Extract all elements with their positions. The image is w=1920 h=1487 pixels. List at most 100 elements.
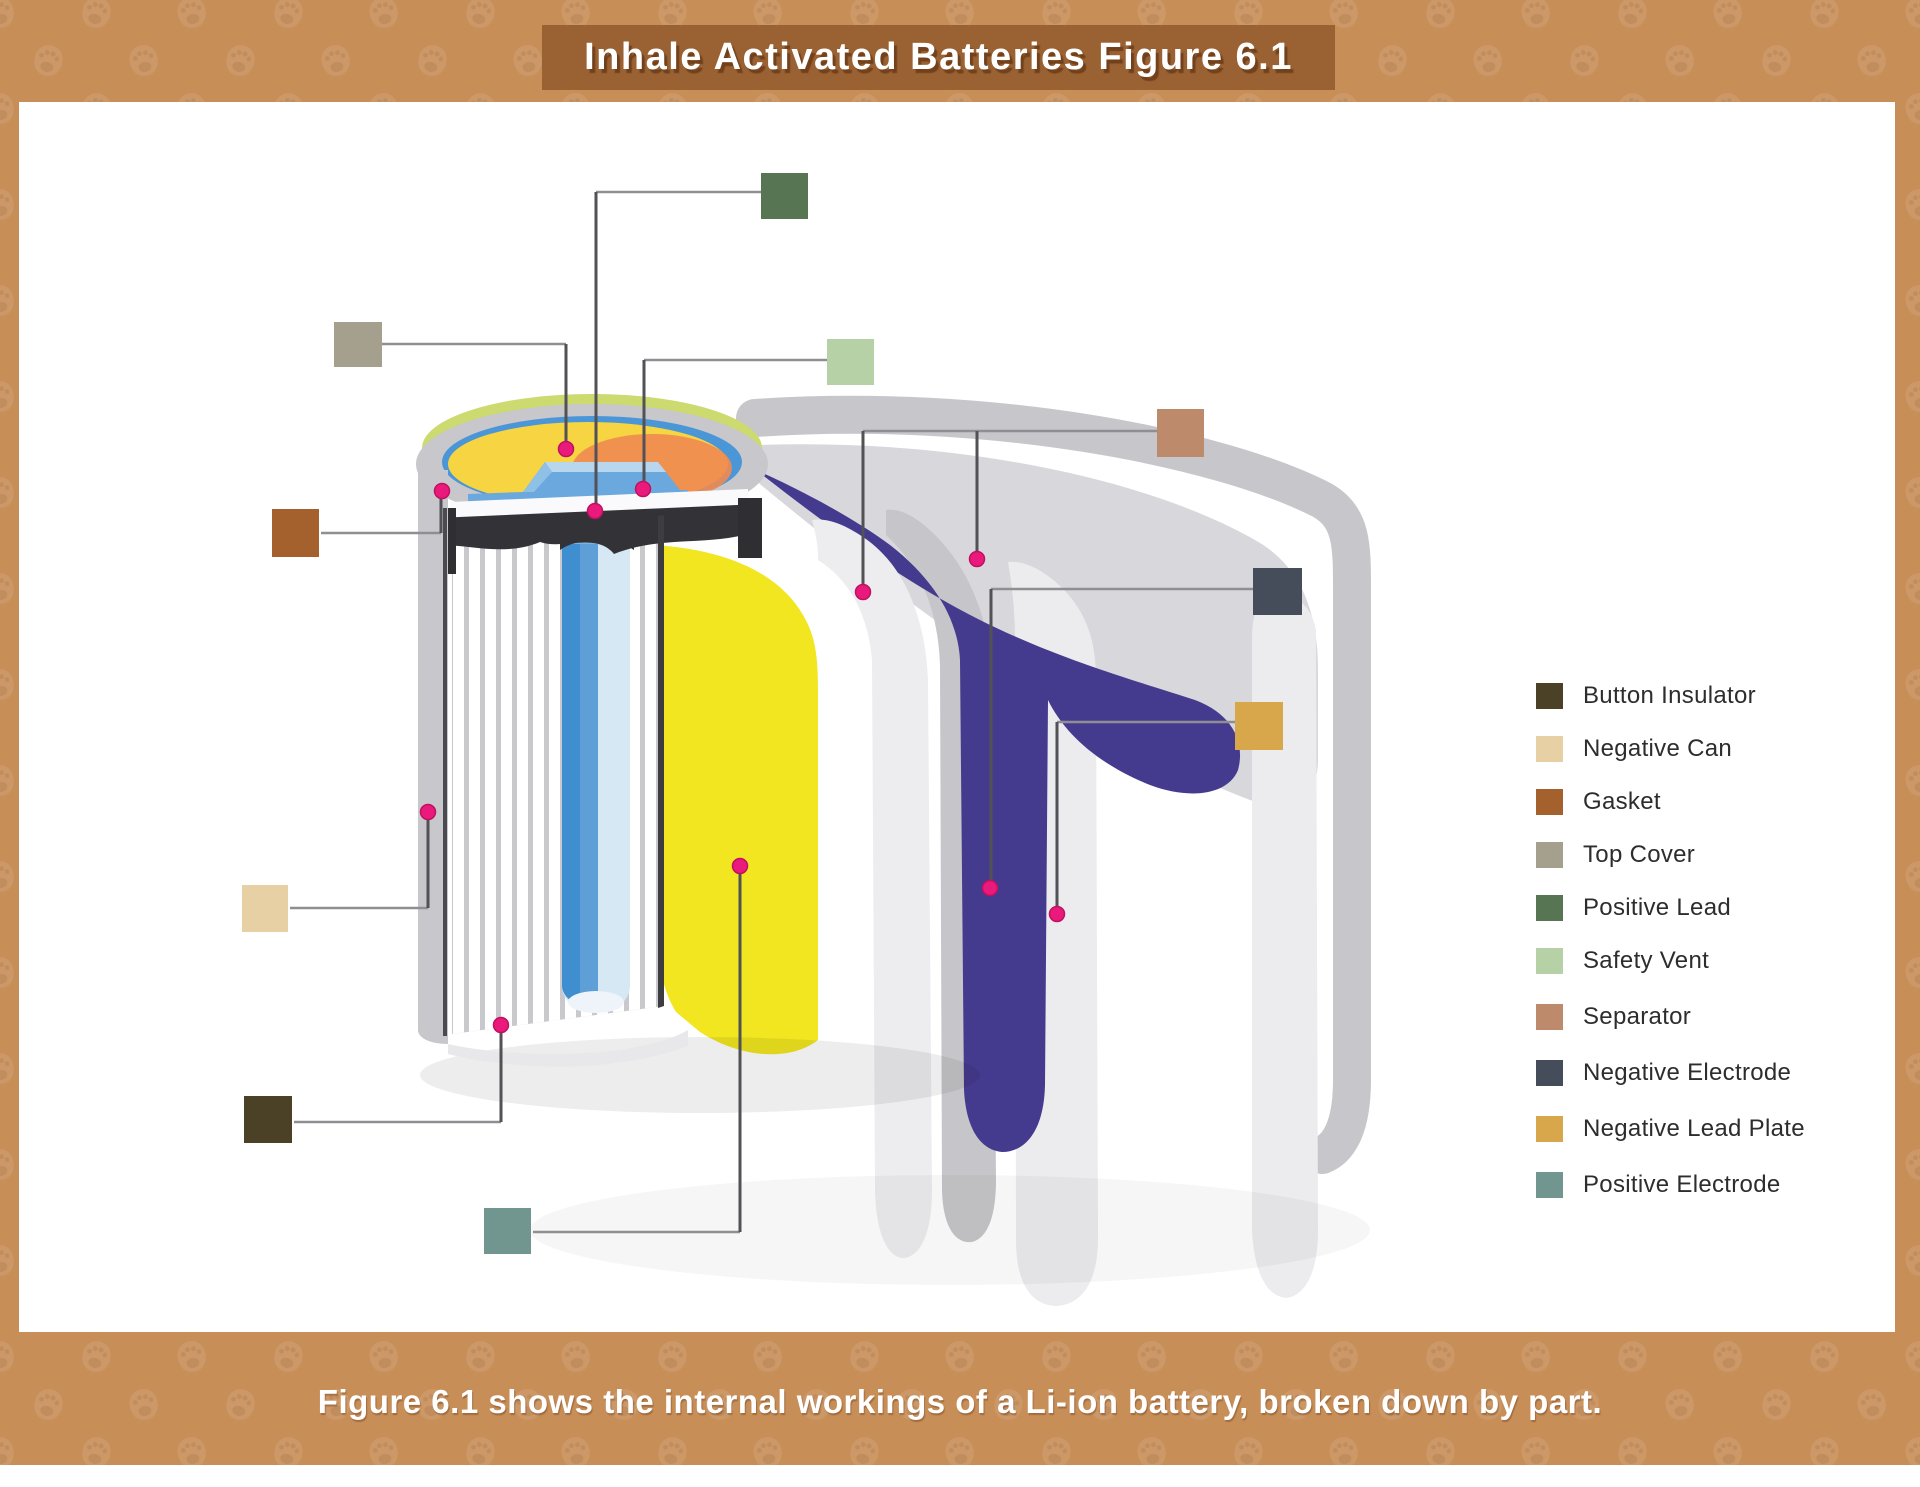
legend-label: Safety Vent xyxy=(1583,947,1710,974)
pleat-stripe xyxy=(469,533,480,1032)
legend-swatch-negative-lead-plate xyxy=(1536,1116,1563,1142)
paw-icon xyxy=(513,45,542,77)
paw-icon xyxy=(1426,0,1455,29)
paw-icon xyxy=(1762,45,1791,77)
paw-icon xyxy=(1713,0,1742,29)
paw-icon xyxy=(1042,1341,1071,1373)
callout-dot xyxy=(968,550,986,568)
callout-square-negative-can xyxy=(242,885,288,932)
legend-swatch-negative-can xyxy=(1536,736,1563,762)
sheet-yellow-positive-electrode xyxy=(655,545,818,1055)
paw-icon xyxy=(418,45,447,77)
figure-title: Inhale Activated Batteries Figure 6.1 xyxy=(584,36,1293,78)
paw-icon xyxy=(561,1341,590,1373)
paw-icon xyxy=(658,1341,687,1373)
legend-label: Negative Electrode xyxy=(1583,1059,1792,1086)
callout-positive-lead xyxy=(586,173,808,520)
paw-icon xyxy=(1857,1389,1886,1421)
paw-icon xyxy=(1089,1389,1118,1421)
legend-label: Negative Can xyxy=(1583,735,1733,762)
paw-icon xyxy=(850,1437,879,1469)
paw-icon xyxy=(705,1389,734,1421)
legend-row-top-cover: Top Cover xyxy=(1536,841,1896,868)
callout-square-top-cover xyxy=(334,322,382,367)
vent-piece-edge xyxy=(523,462,552,492)
paw-icon xyxy=(0,477,14,509)
paw-icon xyxy=(1378,1389,1407,1421)
paw-icon xyxy=(1521,1437,1550,1469)
paw-icon xyxy=(1234,0,1263,29)
paw-icon xyxy=(34,1389,63,1421)
paw-icon xyxy=(1281,1389,1310,1421)
sheet-shadow xyxy=(530,1175,1370,1285)
callout-negative-can xyxy=(242,803,437,932)
paw-icon xyxy=(610,1389,639,1421)
paw-icon xyxy=(82,1341,111,1373)
center-pin xyxy=(562,528,630,1013)
paw-icon xyxy=(513,1389,542,1421)
paw-icon xyxy=(561,1437,590,1469)
sheet-outer-can-band xyxy=(736,395,1371,1174)
legend-label: Positive Electrode xyxy=(1583,1171,1781,1198)
callout-dot xyxy=(492,1016,510,1034)
paw-icon xyxy=(226,45,255,77)
paw-icon xyxy=(1570,1389,1599,1421)
legend-swatch-button-insulator xyxy=(1536,683,1563,709)
can-left-wall xyxy=(418,470,448,1044)
paw-icon xyxy=(1810,0,1839,29)
paw-icon xyxy=(0,189,14,221)
callout-square-positive-lead xyxy=(761,173,808,219)
bottom-margin-strip xyxy=(0,1465,1920,1487)
paw-icon xyxy=(321,45,350,77)
callout-dot xyxy=(586,502,604,520)
paw-icon xyxy=(1618,1341,1647,1373)
paw-icon xyxy=(658,0,687,29)
paw-icon xyxy=(129,1389,158,1421)
callout-square-gasket xyxy=(272,509,319,557)
paw-icon xyxy=(945,1341,974,1373)
paw-icon xyxy=(274,1341,303,1373)
paw-icon xyxy=(177,0,206,29)
center-pin-shade2 xyxy=(562,544,580,1006)
callout-gasket xyxy=(272,482,451,557)
legend-label: Separator xyxy=(1583,1003,1692,1030)
callout-dot xyxy=(854,583,872,601)
paw-icon xyxy=(369,1341,398,1373)
jellyroll-pleats xyxy=(452,517,664,1034)
paw-icon xyxy=(1234,1341,1263,1373)
paw-icon xyxy=(0,93,14,125)
callout-square-safety-vent xyxy=(827,339,874,385)
paw-icon xyxy=(753,0,782,29)
paw-icon xyxy=(1618,1437,1647,1469)
paw-icon xyxy=(82,1437,111,1469)
paw-icon xyxy=(177,1437,206,1469)
legend-swatch-negative-electrode xyxy=(1536,1060,1563,1086)
paw-icon xyxy=(177,1341,206,1373)
paw-icon xyxy=(466,1437,495,1469)
paw-icon xyxy=(0,1053,14,1085)
paw-icon xyxy=(753,1437,782,1469)
legend-label: Button Insulator xyxy=(1583,682,1756,709)
paw-icon xyxy=(0,957,14,989)
gasket-right-block xyxy=(738,498,762,558)
legend-swatch-separator xyxy=(1536,1004,1563,1030)
callouts xyxy=(242,173,1302,1254)
paw-icon xyxy=(1810,1341,1839,1373)
paw-icon xyxy=(1042,1437,1071,1469)
battery-cylinder xyxy=(416,394,1370,1285)
paw-icon xyxy=(1329,0,1358,29)
can-cut-edge-line xyxy=(658,515,664,1008)
paw-icon xyxy=(1186,1389,1215,1421)
paw-icon xyxy=(0,861,14,893)
paw-icon xyxy=(0,573,14,605)
legend-row-negative-lead-plate: Negative Lead Plate xyxy=(1536,1115,1896,1142)
paw-icon xyxy=(897,1389,926,1421)
paw-icon xyxy=(226,1389,255,1421)
callout-square-negative-lead-plate xyxy=(1235,702,1283,750)
can-walls xyxy=(418,470,688,1067)
legend-label: Negative Lead Plate xyxy=(1583,1115,1805,1142)
callout-button-insulator xyxy=(244,1016,510,1143)
paw-icon xyxy=(753,1341,782,1373)
